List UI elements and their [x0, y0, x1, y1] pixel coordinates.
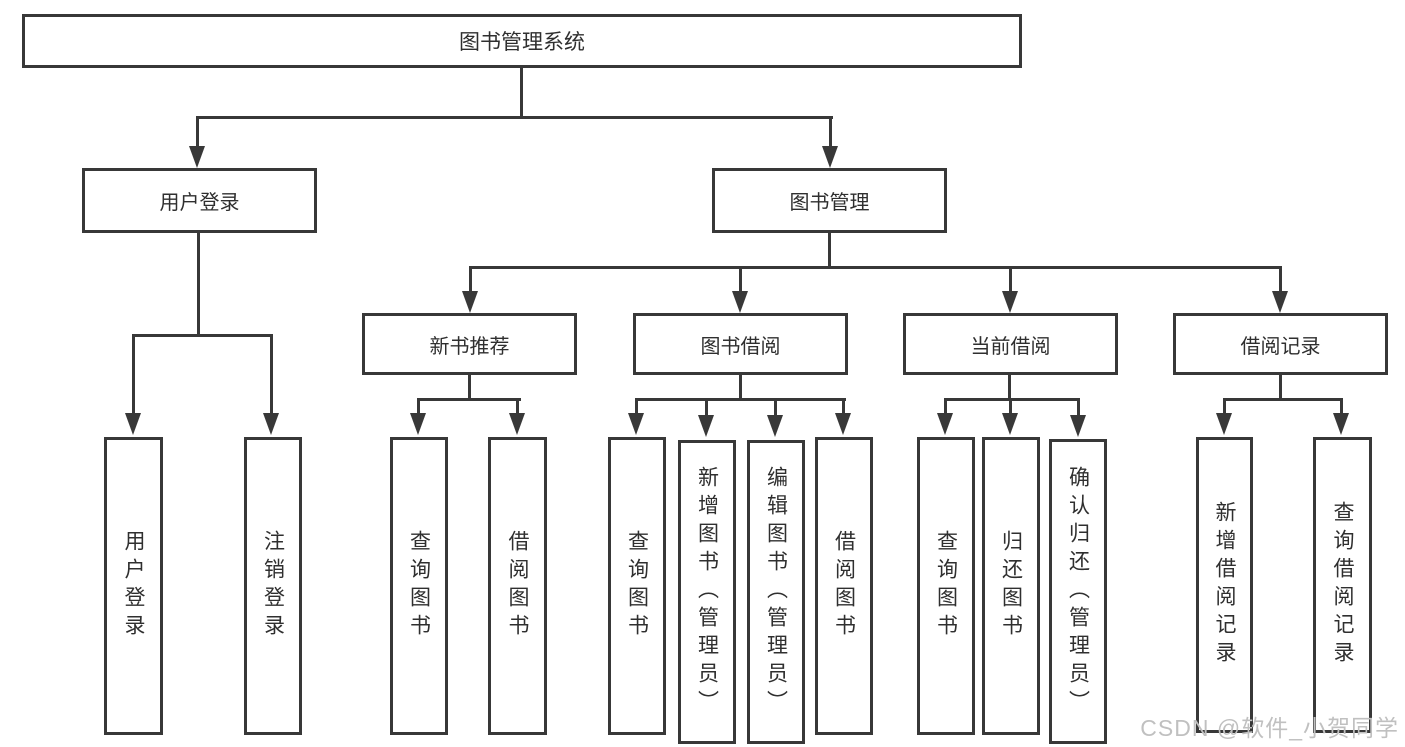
arrow-down-icon: [1002, 291, 1018, 313]
leaf-add-borrow-record: 新增借阅记录: [1196, 437, 1253, 733]
leaf-confirm-return-admin: 确认归还（管理员）: [1049, 439, 1107, 744]
connector-drop-leaf: [1223, 398, 1226, 415]
leaf-query-books: 查询图书: [390, 437, 448, 735]
leaf-label: 查询图书: [407, 530, 431, 642]
node-library-management-system: 图书管理系统: [22, 14, 1022, 68]
leaf-label: 归还图书: [999, 530, 1023, 642]
leaf-label: 查询图书: [934, 530, 958, 642]
connector-current-borrow-rail: [944, 398, 1080, 401]
leaf-borrow-books: 借阅图书: [815, 437, 873, 735]
arrow-down-icon: [263, 413, 279, 435]
leaf-label: 借阅图书: [506, 530, 529, 642]
connector-drop-leaf: [1340, 398, 1343, 415]
leaf-query-books: 查询图书: [608, 437, 666, 735]
connector-drop-leaf: [1009, 398, 1012, 415]
arrow-down-icon: [1070, 415, 1086, 437]
arrow-down-icon: [822, 146, 838, 168]
leaf-add-books-admin: 新增图书（管理员）: [678, 440, 736, 744]
node-label: 图书借阅: [700, 335, 781, 358]
leaf-label: 用户登录: [122, 530, 145, 642]
node-book-borrow: 图书借阅: [633, 313, 848, 375]
arrow-down-icon: [1333, 413, 1349, 435]
node-user-login: 用户登录: [82, 168, 317, 233]
node-book-management: 图书管理: [712, 168, 947, 233]
connector-book-mgmt-rail: [469, 266, 1282, 269]
leaf-label: 注销登录: [261, 530, 285, 642]
connector-drop-leaf: [417, 398, 420, 415]
leaf-query-books: 查询图书: [917, 437, 975, 735]
connector-drop-current-borrow: [1009, 266, 1012, 293]
leaf-borrow-books: 借阅图书: [488, 437, 547, 735]
connector-borrow-records-rail: [1223, 398, 1343, 401]
connector-drop-leaf: [944, 398, 947, 415]
connector-drop-leaf: [705, 398, 708, 415]
leaf-label: 查询借阅记录: [1331, 501, 1354, 669]
leaf-logout: 注销登录: [244, 437, 302, 735]
node-current-borrow: 当前借阅: [903, 313, 1118, 375]
leaf-label: 借阅图书: [832, 530, 856, 642]
connector-drop-leaf: [842, 398, 845, 415]
arrow-down-icon: [767, 415, 783, 437]
leaf-label: 确认归还（管理员）: [1066, 465, 1090, 718]
connector-drop-logout-leaf: [270, 334, 273, 415]
node-label: 图书管理系统: [459, 31, 585, 54]
connector-drop-book-borrow: [739, 266, 742, 293]
arrow-down-icon: [410, 413, 426, 435]
arrow-down-icon: [125, 413, 141, 435]
connector-drop-borrow-records: [1279, 266, 1282, 293]
node-label: 当前借阅: [970, 335, 1051, 358]
leaf-label: 查询图书: [625, 530, 649, 642]
connector-drop-leaf: [635, 398, 638, 415]
leaf-label: 新增借阅记录: [1213, 501, 1236, 669]
connector-user-login-rail: [132, 334, 273, 337]
arrow-down-icon: [1272, 291, 1288, 313]
connector-book-mgmt-stem: [828, 233, 831, 269]
arrow-down-icon: [628, 413, 644, 435]
connector-book-borrow-rail: [635, 398, 846, 401]
csdn-watermark: CSDN @软件_小贺同学: [1140, 715, 1399, 741]
leaf-label: 编辑图书（管理员）: [764, 466, 788, 718]
arrow-down-icon: [462, 291, 478, 313]
node-new-book-recommend: 新书推荐: [362, 313, 577, 375]
arrow-down-icon: [1216, 413, 1232, 435]
leaf-edit-books-admin: 编辑图书（管理员）: [747, 440, 805, 744]
connector-new-book-rail: [417, 398, 521, 401]
node-borrow-records: 借阅记录: [1173, 313, 1388, 375]
arrow-down-icon: [698, 415, 714, 437]
node-label: 用户登录: [159, 192, 240, 214]
connector-root-stem: [520, 67, 523, 119]
leaf-return-books: 归还图书: [982, 437, 1040, 735]
arrow-down-icon: [509, 413, 525, 435]
connector-new-book-stem: [468, 375, 471, 401]
arrow-down-icon: [732, 291, 748, 313]
arrow-down-icon: [1002, 413, 1018, 435]
leaf-user-login: 用户登录: [104, 437, 163, 735]
leaf-label: 新增图书（管理员）: [695, 466, 719, 718]
connector-current-borrow-stem: [1008, 375, 1011, 401]
connector-drop-leaf: [516, 398, 519, 415]
connector-user-login-stem: [197, 233, 200, 337]
leaf-query-borrow-record: 查询借阅记录: [1313, 437, 1372, 733]
node-label: 借阅记录: [1240, 335, 1321, 358]
arrow-down-icon: [189, 146, 205, 168]
connector-drop-user-login: [196, 116, 199, 148]
connector-drop-leaf: [1077, 398, 1080, 415]
connector-root-rail: [196, 116, 833, 119]
node-label: 新书推荐: [429, 335, 510, 358]
connector-drop-leaf: [774, 398, 777, 415]
connector-book-borrow-stem: [739, 375, 742, 401]
connector-drop-login-leaf: [132, 334, 135, 415]
connector-borrow-records-stem: [1279, 375, 1282, 401]
connector-drop-new-book: [469, 266, 472, 293]
arrow-down-icon: [835, 413, 851, 435]
node-label: 图书管理: [789, 192, 870, 214]
connector-drop-book-management: [829, 116, 832, 148]
arrow-down-icon: [937, 413, 953, 435]
